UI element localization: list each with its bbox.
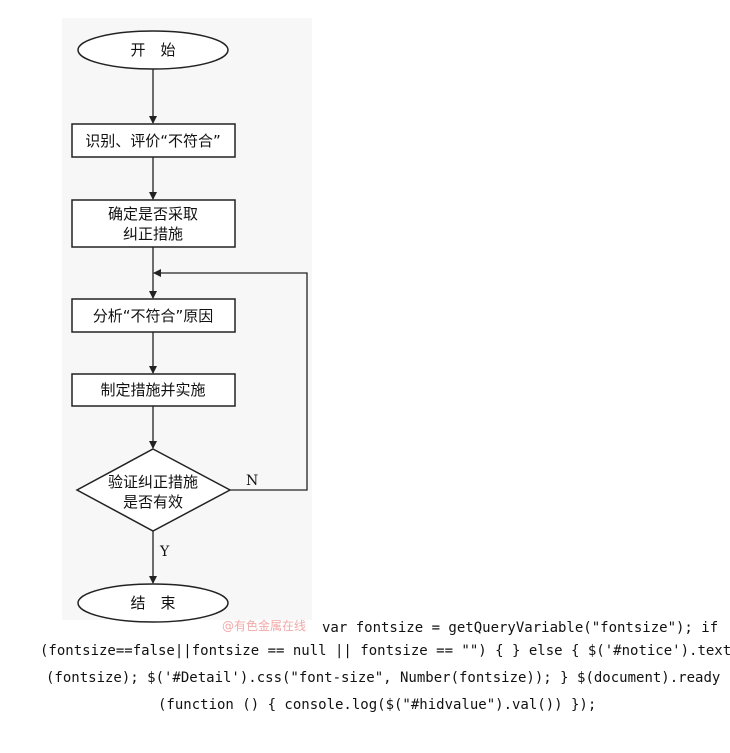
end-node — [77, 583, 229, 623]
code-line-2: (fontsize==false||fontsize == null || fo… — [40, 643, 730, 659]
flowchart: 开 始 识别、评价“不符合” 确定是否采取 纠正措施 分析“不符合”原因 制定措… — [71, 30, 308, 623]
step-decide-label-line1: 确定是否采取 — [108, 205, 198, 223]
decision-label-line2: 是否有效 — [123, 493, 183, 511]
edge-label-no: N — [246, 473, 258, 489]
step-decide-label-line2: 纠正措施 — [123, 225, 183, 243]
edge-label-yes: Y — [159, 544, 170, 560]
decision-label-line1: 验证纠正措施 — [108, 473, 198, 491]
code-line-3: (fontsize); $('#Detail').css("font-size"… — [46, 670, 721, 686]
code-line-1: var fontsize = getQueryVariable("fontsiz… — [322, 620, 719, 636]
watermark: @有色金属在线 — [222, 619, 307, 633]
step-implement-label: 制定措施并实施 — [100, 381, 205, 399]
code-line-4: (function () { console.log($("#hidvalue"… — [158, 697, 597, 713]
step-implement-node — [71, 373, 236, 407]
start-label: 开 始 — [130, 41, 175, 59]
end-label: 结 束 — [130, 594, 175, 612]
step-identify-label: 识别、评价“不符合” — [85, 132, 221, 150]
step-analyze-label: 分析“不符合”原因 — [93, 307, 214, 325]
arrow-decision-no-loop — [153, 269, 308, 491]
